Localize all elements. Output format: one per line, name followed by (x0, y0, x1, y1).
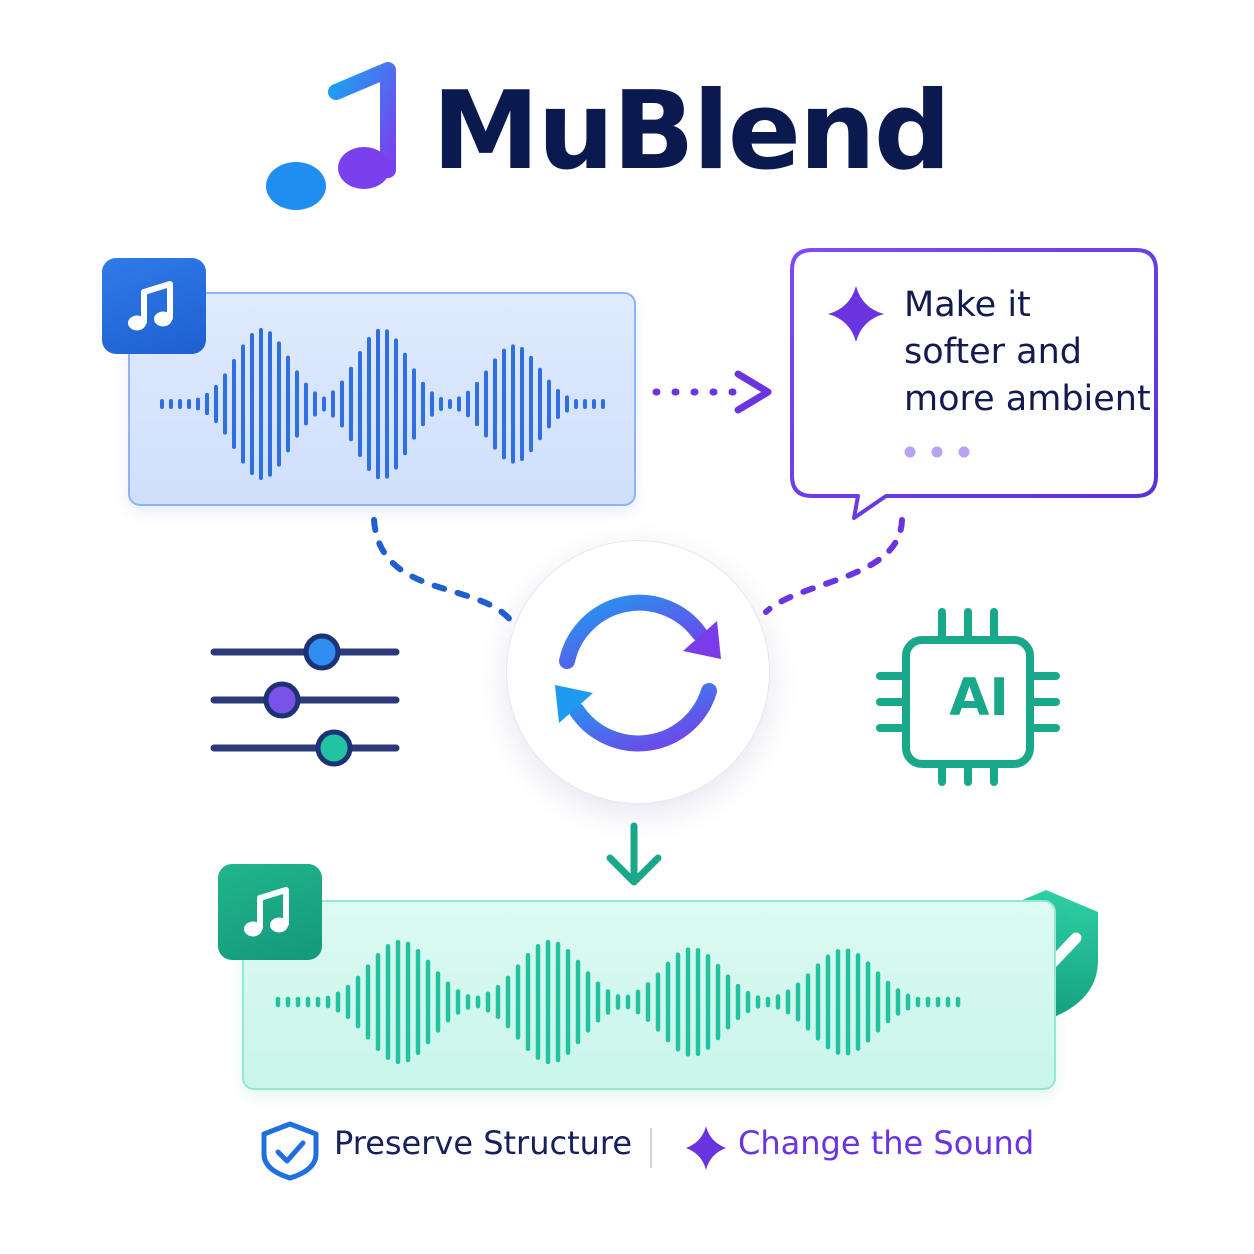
music-note-icon (266, 62, 396, 210)
output-waveform (275, 939, 961, 1065)
typing-dots (904, 446, 970, 458)
music-note-icon (244, 887, 289, 937)
prompt-bubble (790, 248, 1158, 520)
sync-hub (506, 540, 770, 804)
input-audio-panel (128, 292, 636, 506)
prompt-text: Make it softer and more ambient (904, 282, 1154, 423)
app-title: MuBlend (432, 69, 951, 194)
arrow-to-output (606, 822, 662, 886)
change-sound-label: Change the Sound (738, 1124, 1035, 1162)
sparkle-icon (828, 286, 884, 342)
preserve-structure-label: Preserve Structure (334, 1124, 633, 1162)
input-track-tile (102, 258, 206, 354)
output-audio-panel (242, 900, 1056, 1090)
ai-chip-label: AI (949, 668, 1009, 728)
sync-icon (555, 594, 721, 752)
sparkle-icon (686, 1126, 726, 1170)
connector-prompt (763, 517, 905, 615)
footer-divider (650, 1128, 652, 1168)
shield-icon (261, 1121, 319, 1181)
output-track-tile (218, 864, 322, 960)
arrow-to-prompt (652, 370, 772, 414)
prompt-line: more ambient (904, 379, 1151, 419)
prompt-line: softer and (904, 332, 1082, 372)
sliders-icon (210, 633, 400, 767)
connector-input (371, 517, 515, 625)
music-note-icon (128, 281, 173, 331)
prompt-line: Make it (904, 285, 1031, 325)
ai-chip-icon (876, 608, 1060, 786)
input-waveform (160, 328, 605, 480)
